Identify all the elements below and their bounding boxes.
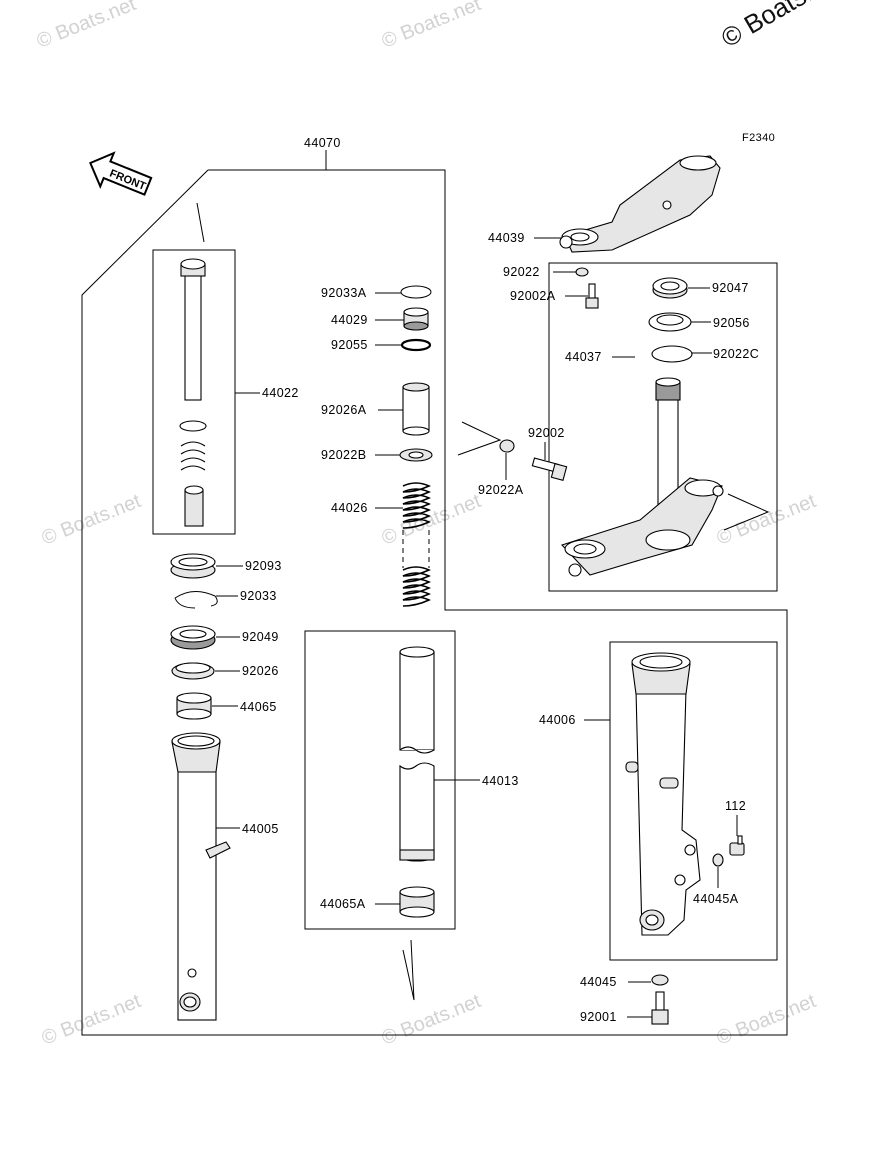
upper-bracket-part — [559, 155, 721, 253]
steering-stem-part — [561, 377, 724, 577]
dust-seal-part — [170, 553, 216, 579]
label-44005: 44005 — [242, 822, 279, 836]
watermark: © Boats.net — [714, 990, 820, 1050]
ring-part — [400, 285, 432, 299]
label-44026: 44026 — [331, 501, 368, 515]
label-44065: 44065 — [240, 700, 277, 714]
bolt-part — [585, 283, 599, 309]
washer-part — [399, 448, 433, 462]
label-44045: 44045 — [580, 975, 617, 989]
label-44029: 44029 — [331, 313, 368, 327]
label-92049: 92049 — [242, 630, 279, 644]
washer-part — [648, 312, 692, 332]
label-44045A: 44045A — [693, 892, 739, 906]
oil-seal-part — [170, 625, 216, 650]
label-44039: 44039 — [488, 231, 525, 245]
label-92002A: 92002A — [510, 289, 556, 303]
subassembly-box-44022 — [152, 249, 236, 535]
watermark: © Boats.net — [379, 0, 485, 53]
bolt-part — [651, 991, 669, 1025]
label-92047: 92047 — [712, 281, 749, 295]
collar-part — [402, 382, 430, 436]
watermark: © Boats.net — [379, 990, 485, 1050]
fork-spring-part — [402, 482, 431, 607]
stem-nut-part — [652, 277, 688, 299]
washer-part — [651, 345, 693, 363]
label-92093: 92093 — [245, 559, 282, 573]
cap-part — [403, 307, 429, 331]
washer-part — [171, 662, 215, 680]
gasket-part — [712, 853, 724, 867]
reference-line — [402, 939, 415, 1001]
bolt-part — [531, 457, 568, 481]
damper-rod-part — [179, 258, 207, 527]
inner-tube-part — [171, 732, 231, 1021]
gasket-part — [651, 974, 669, 986]
assembly-outline — [81, 169, 788, 1036]
bleed-bolt-part — [729, 835, 745, 856]
label-92022: 92022 — [503, 265, 540, 279]
circlip-part — [174, 591, 218, 609]
subassembly-box-44006 — [609, 641, 778, 961]
washer-part — [499, 439, 515, 453]
outer-tube-part — [625, 652, 701, 936]
label-112: 112 — [725, 799, 746, 813]
label-92033A: 92033A — [321, 286, 367, 300]
washer-part — [575, 267, 589, 277]
label-92001: 92001 — [580, 1010, 617, 1024]
label-92002: 92002 — [528, 426, 565, 440]
label-92056: 92056 — [713, 316, 750, 330]
label-92026A: 92026A — [321, 403, 367, 417]
label-92022C: 92022C — [713, 347, 759, 361]
damper-pipe-part — [399, 646, 435, 862]
label-92022B: 92022B — [321, 448, 367, 462]
diagram-code: F2340 — [742, 132, 775, 144]
label-44013: 44013 — [482, 774, 519, 788]
watermark: © Boats.net — [379, 490, 485, 550]
label-44037: 44037 — [565, 350, 602, 364]
reference-line — [457, 421, 502, 456]
label-44022: 44022 — [262, 386, 299, 400]
watermark: © Boats.net — [714, 490, 820, 550]
watermark: © Boats.net — [39, 990, 145, 1050]
label-92033: 92033 — [240, 589, 277, 603]
label-92055: 92055 — [331, 338, 368, 352]
bushing-part — [176, 692, 212, 720]
watermark: © Boats.net — [34, 0, 140, 53]
label-92022A: 92022A — [478, 483, 524, 497]
label-44065A: 44065A — [320, 897, 366, 911]
reference-line — [196, 202, 205, 243]
front-arrow-icon: FRONT — [89, 151, 153, 196]
watermark: © Boats.net — [39, 490, 145, 550]
o-ring-part — [400, 338, 432, 352]
label-44070: 44070 — [304, 136, 341, 150]
bushing-part — [399, 886, 435, 918]
label-44006: 44006 — [539, 713, 576, 727]
reference-line — [723, 493, 770, 531]
copyright-text: © Boats.net — [716, 0, 850, 53]
label-92026: 92026 — [242, 664, 279, 678]
subassembly-box-44037 — [548, 262, 778, 592]
